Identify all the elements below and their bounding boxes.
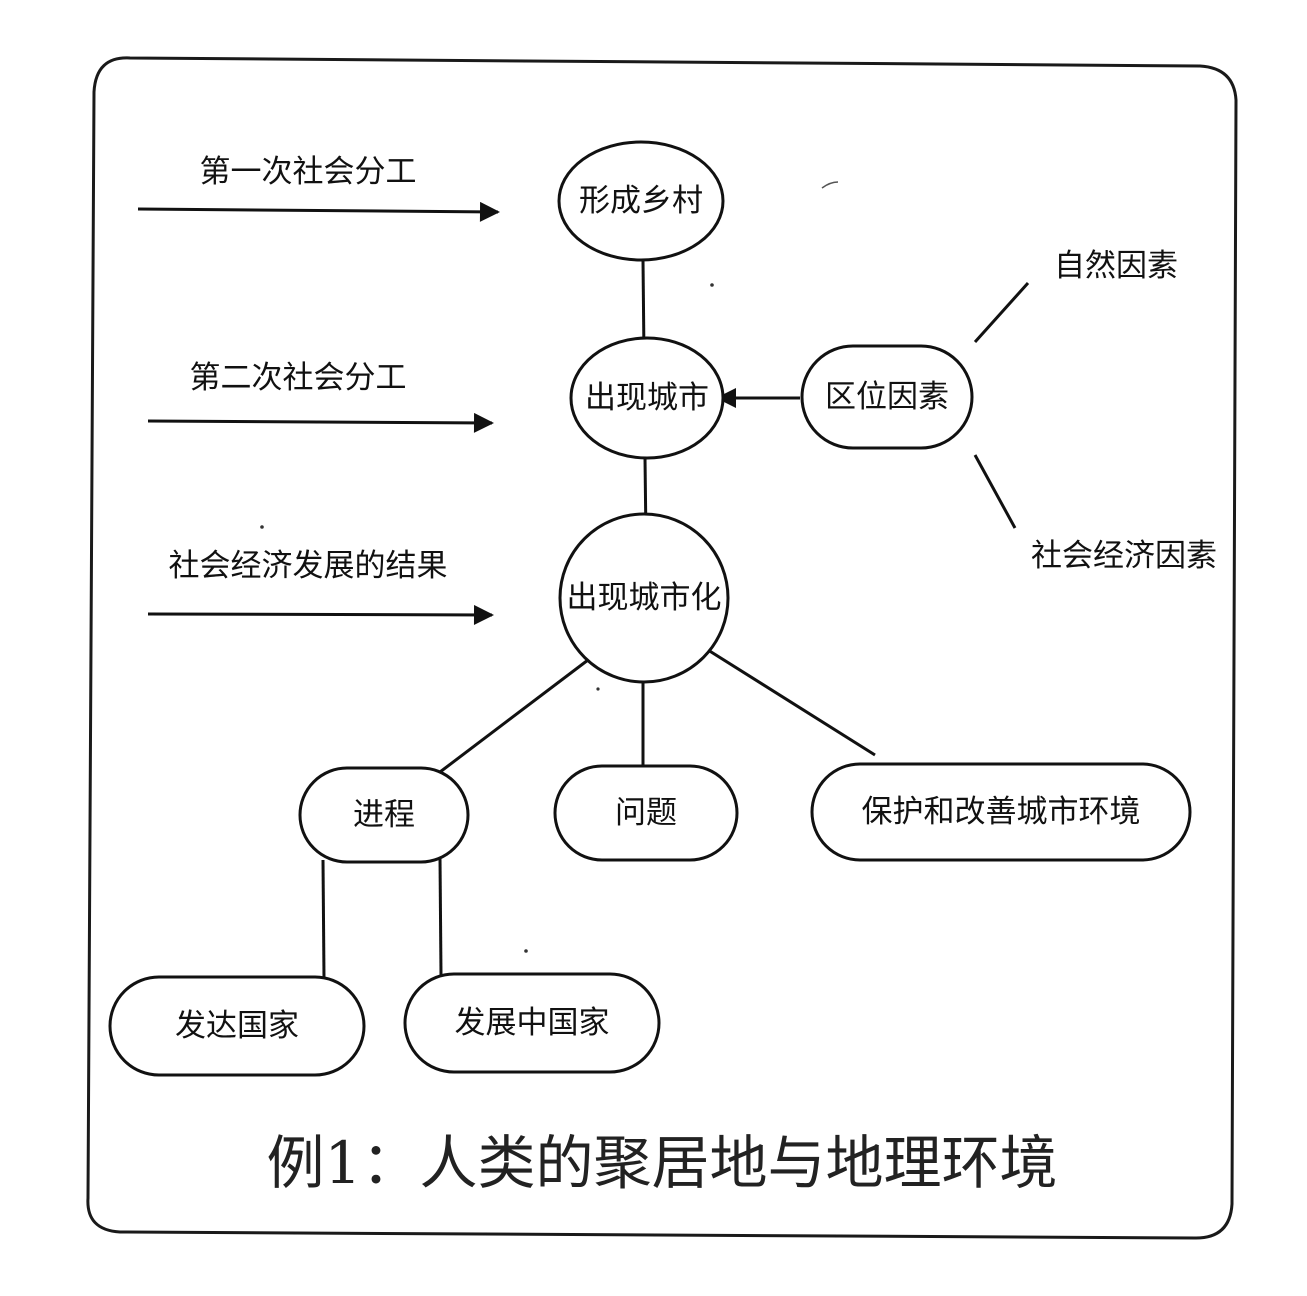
developed-node-label: 发达国家 (175, 1008, 299, 1044)
process-node-label: 进程 (353, 797, 415, 833)
developed-node (108, 975, 366, 1077)
outer-frame (86, 56, 1238, 1240)
diagram-caption: 例1：人类的聚居地与地理环境 (267, 1129, 1058, 1197)
developing-node (403, 972, 661, 1074)
natural-factor-line (973, 281, 1030, 344)
second-division-arrow (147, 412, 494, 433)
socioeconomic-factor-line (973, 454, 1017, 529)
city-node-label: 出现城市 (585, 380, 709, 416)
second-division-label: 第二次社会分工 (190, 360, 407, 396)
result-label: 社会经济发展的结果 (169, 548, 448, 584)
first-division-arrow (137, 201, 500, 222)
village-node (557, 140, 725, 262)
urbanization-node-label: 出现城市化 (567, 580, 722, 616)
protect-node (810, 762, 1192, 862)
scan-speck (260, 525, 264, 529)
urbanization-to-process-line (439, 658, 589, 774)
location-factors-label: 区位因素 (825, 379, 949, 415)
problems-node (553, 764, 739, 862)
first-division-label: 第一次社会分工 (200, 154, 417, 190)
process-node (298, 766, 470, 864)
process-to-developed-line (321, 859, 326, 979)
scan-speck (710, 283, 714, 287)
natural-factor-label: 自然因素 (1054, 248, 1178, 284)
problems-node-label: 问题 (615, 795, 677, 831)
city-node (569, 336, 725, 460)
location-factors-node (800, 344, 974, 450)
village-node-label: 形成乡村 (579, 183, 703, 219)
scan-mark (821, 181, 839, 189)
scan-speck (524, 949, 528, 953)
scan-speck (596, 687, 600, 691)
result-arrow (147, 604, 494, 625)
urbanization-to-protect-line (707, 648, 876, 757)
protect-node-label: 保护和改善城市环境 (862, 794, 1141, 830)
developing-node-label: 发展中国家 (455, 1005, 610, 1041)
socioeconomic-factor-label: 社会经济因素 (1031, 538, 1217, 574)
process-to-developing-line (438, 857, 443, 976)
urbanization-node (558, 512, 730, 684)
